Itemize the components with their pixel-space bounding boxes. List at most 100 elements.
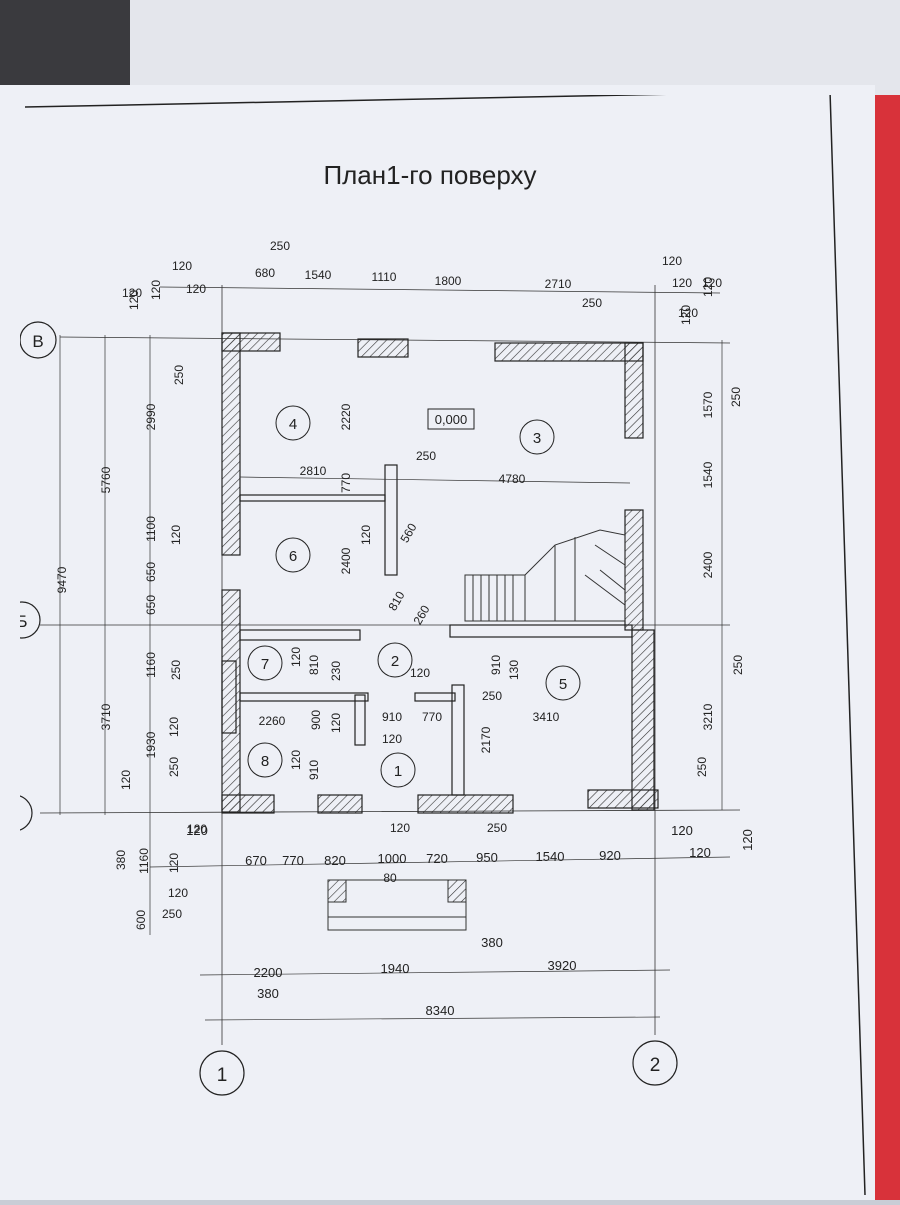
dim-text: 3710 bbox=[99, 703, 113, 730]
dim-text: 2400 bbox=[339, 547, 353, 574]
svg-text:2: 2 bbox=[391, 653, 399, 670]
dim-text: 120 bbox=[149, 280, 163, 300]
dim-text: 120 bbox=[359, 525, 373, 545]
dim-text: 120 bbox=[127, 290, 141, 310]
dim-text: 250 bbox=[416, 449, 436, 463]
dim-text: 680 bbox=[255, 266, 275, 280]
porch bbox=[328, 880, 466, 930]
dim-text: 810 bbox=[307, 655, 321, 675]
axis-marker-a: А bbox=[20, 795, 32, 831]
dim-text: 1540 bbox=[536, 849, 565, 864]
dim-text: 120 bbox=[186, 823, 208, 838]
dim-text: 120 bbox=[671, 823, 693, 838]
dim-text: 1160 bbox=[137, 848, 151, 874]
dim-text: 670 bbox=[245, 853, 267, 868]
exterior-walls bbox=[222, 333, 658, 813]
axis-label-2: 2 bbox=[650, 1055, 661, 1076]
dim-text: 250 bbox=[172, 365, 186, 385]
dim-text: 1100 bbox=[144, 516, 158, 542]
dim-text: 2400 bbox=[701, 551, 715, 578]
dim-text: 1800 bbox=[435, 274, 462, 288]
dim-text: 120 bbox=[662, 254, 682, 268]
dim-text: 2810 bbox=[300, 464, 327, 478]
axis-marker-v: В bbox=[20, 322, 56, 358]
dim-text: 250 bbox=[162, 907, 182, 921]
dim-text: 120 bbox=[172, 259, 192, 273]
dim-text: 120 bbox=[382, 732, 402, 746]
dim-text: 900 bbox=[309, 710, 323, 730]
dim-text: 770 bbox=[339, 473, 353, 493]
floor-plan-drawing: В Б А 1 2 4 3 6 7 2 5 8 1 0,000 bbox=[20, 95, 880, 1205]
dim-text: 2200 bbox=[254, 965, 283, 980]
dim-text: 120 bbox=[119, 770, 133, 790]
dim-text: 650 bbox=[144, 562, 158, 582]
dim-text: 770 bbox=[422, 710, 442, 724]
dim-text: 120 bbox=[329, 713, 343, 733]
dim-text: 250 bbox=[729, 387, 743, 407]
dim-text: 230 bbox=[329, 661, 343, 681]
dim-text: 250 bbox=[731, 655, 745, 675]
dim-text: 250 bbox=[270, 239, 290, 253]
dim-text: 250 bbox=[487, 821, 507, 835]
dim-text: 5760 bbox=[99, 466, 113, 493]
axis-marker-b: Б bbox=[20, 602, 40, 638]
axis-marker-1: 1 bbox=[200, 1051, 244, 1095]
dim-text-total: 8340 bbox=[426, 1003, 455, 1018]
dim-text: 120 bbox=[167, 717, 181, 737]
axis-marker-2: 2 bbox=[633, 1041, 677, 1085]
dim-text: 130 bbox=[507, 660, 521, 680]
room-markers: 4 3 6 7 2 5 8 1 bbox=[248, 406, 580, 787]
axis-label-b: Б bbox=[20, 612, 28, 631]
dim-text: 600 bbox=[134, 910, 148, 930]
dim-text: 910 bbox=[307, 760, 321, 780]
dim-text: 2710 bbox=[545, 277, 572, 291]
dim-text: 1160 bbox=[144, 652, 158, 678]
dim-text: 3920 bbox=[548, 958, 577, 973]
axis-label-1: 1 bbox=[217, 1065, 228, 1086]
room-4: 4 bbox=[276, 406, 310, 440]
dim-text: 120 bbox=[289, 647, 303, 667]
room-7: 7 bbox=[248, 646, 282, 680]
dim-text: 120 bbox=[169, 525, 183, 545]
svg-text:4: 4 bbox=[289, 416, 297, 433]
dim-text: 250 bbox=[582, 296, 602, 310]
dim-text: 770 bbox=[282, 853, 304, 868]
dim-text: 1930 bbox=[144, 731, 158, 758]
dim-text: 120 bbox=[689, 845, 711, 860]
dim-text: 910 bbox=[382, 710, 402, 724]
room-1: 1 bbox=[381, 753, 415, 787]
dim-text: 3210 bbox=[701, 703, 715, 730]
dim-text: 3410 bbox=[533, 710, 560, 724]
dim-text: 1000 bbox=[378, 851, 407, 866]
dims-interior: 2810 4780 2220 770 250 2400 120 560 810 … bbox=[259, 403, 560, 885]
background-dark-corner bbox=[0, 0, 135, 95]
svg-text:6: 6 bbox=[289, 548, 297, 565]
dim-text: 950 bbox=[476, 850, 498, 865]
dims-right: 1570 1540 2400 3210 250 250 250 120 120 bbox=[679, 277, 745, 777]
room-2: 2 bbox=[378, 643, 412, 677]
svg-text:7: 7 bbox=[261, 656, 269, 673]
room-5: 5 bbox=[546, 666, 580, 700]
dim-text: 1570 bbox=[701, 391, 715, 418]
dim-text: 910 bbox=[489, 655, 503, 675]
dim-text: 250 bbox=[169, 660, 183, 680]
staircase bbox=[465, 530, 625, 621]
dim-text: 380 bbox=[114, 850, 128, 870]
axis-markers: В Б А 1 2 bbox=[20, 322, 677, 1095]
dim-text: 2260 bbox=[259, 714, 286, 728]
sheet-border-top bbox=[25, 95, 830, 107]
level-mark: 0,000 bbox=[428, 409, 474, 429]
dim-text: 810 bbox=[385, 589, 407, 614]
dim-text: 1540 bbox=[701, 461, 715, 488]
sheet-border-right bbox=[830, 95, 865, 1195]
dim-text: 1110 bbox=[372, 270, 397, 284]
dim-text: 560 bbox=[397, 521, 419, 546]
dim-text: 2990 bbox=[144, 403, 158, 430]
dim-text: 1540 bbox=[305, 268, 332, 282]
room-3: 3 bbox=[520, 420, 554, 454]
dims-bottom: 120 670 770 820 1000 720 950 1540 920 12… bbox=[186, 823, 755, 1018]
svg-text:1: 1 bbox=[394, 763, 402, 780]
svg-text:3: 3 bbox=[533, 430, 541, 447]
dims-top: 250 120 120 680 1540 1110 1800 2710 120 … bbox=[122, 239, 722, 320]
svg-text:8: 8 bbox=[261, 753, 269, 770]
